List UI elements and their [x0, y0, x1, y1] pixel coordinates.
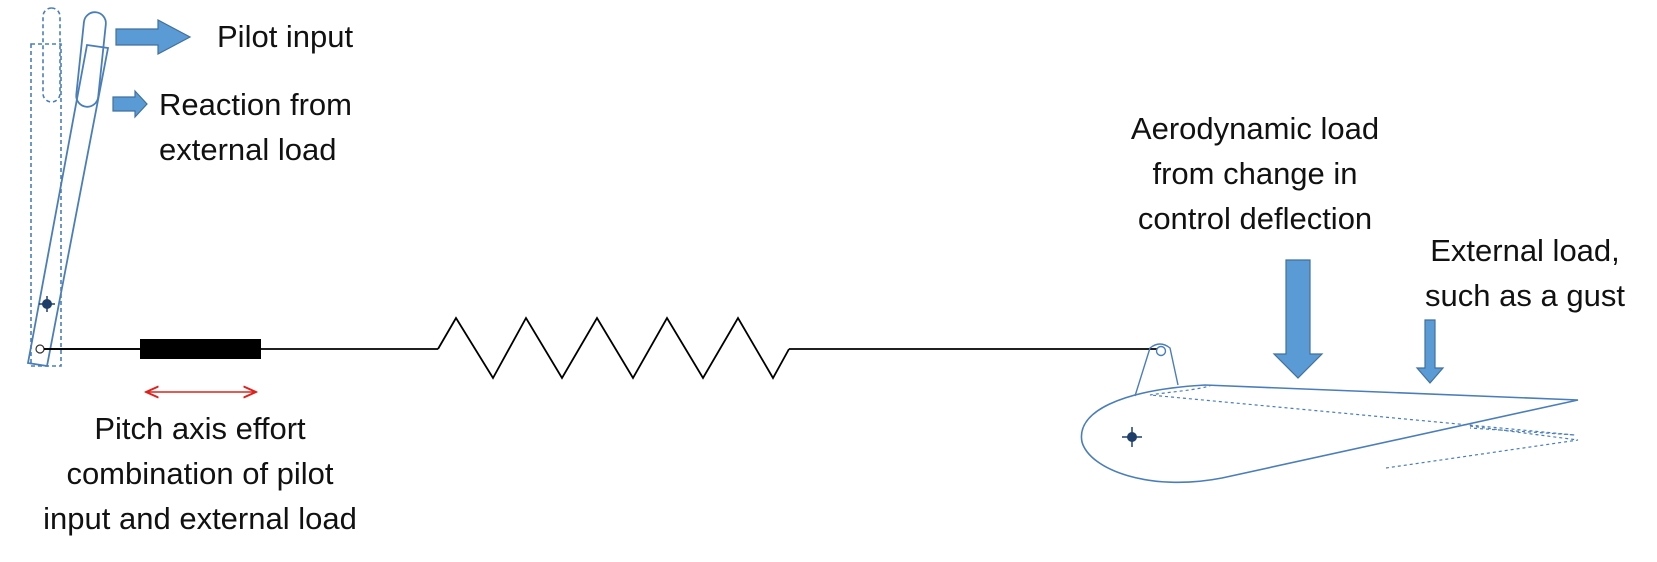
external-load-arrow-icon [1415, 319, 1445, 384]
control-surface-deflected-edge [1385, 425, 1579, 469]
effort-sensor [140, 339, 261, 359]
pilot-input-label: Pilot input [217, 19, 354, 54]
horn-hinge-icon [1155, 345, 1167, 357]
control-surface [1080, 384, 1579, 484]
pitch-effort-label: Pitch axis effort combination of pilot i… [43, 411, 357, 536]
reaction-arrow-icon [112, 89, 148, 119]
external-load-label: External load, such as a gust [1425, 233, 1625, 313]
reaction-label: Reaction from external load [159, 87, 352, 167]
stick-hinge-icon [35, 344, 45, 354]
stick-pivot-icon [39, 296, 55, 312]
pilot-input-arrow-icon [115, 19, 192, 55]
control-surface-neutral [1149, 384, 1576, 436]
aero-load-label: Aerodynamic load from change in control … [1130, 111, 1380, 236]
surface-pivot-icon [1122, 427, 1142, 447]
control-horn [1134, 343, 1179, 397]
spring-icon [437, 316, 790, 380]
control-stick [26, 11, 110, 368]
aero-load-arrow-icon [1272, 259, 1324, 379]
